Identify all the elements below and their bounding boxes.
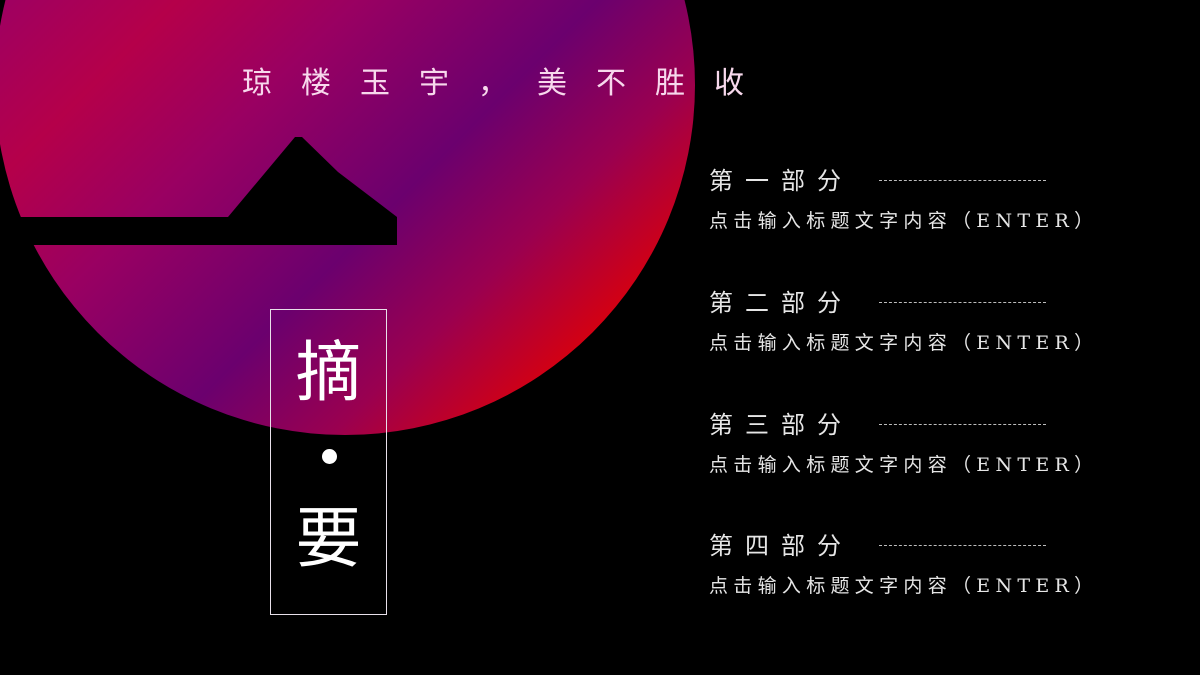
toc-item-subtitle[interactable]: 点击输入标题文字内容（ENTER） [709,210,1099,232]
toc-item-title: 第一部分 [709,167,853,195]
separator-dot [321,449,337,464]
abstract-badge: 摘 要 [270,309,387,615]
abstract-char-bottom: 要 [295,500,362,577]
toc-item-subtitle[interactable]: 点击输入标题文字内容（ENTER） [709,454,1099,476]
toc-item-subtitle[interactable]: 点击输入标题文字内容（ENTER） [709,332,1099,354]
dashed-divider [879,180,1046,181]
toc-item-subtitle[interactable]: 点击输入标题文字内容（ENTER） [709,575,1099,597]
abstract-char-top: 摘 [295,334,362,411]
slogan-text: 琼楼玉宇，美不胜收 [242,66,773,101]
toc-item-title: 第三部分 [709,411,853,439]
toc-item-title: 第四部分 [709,532,853,560]
dashed-divider [879,302,1046,303]
toc-item-title: 第二部分 [709,289,853,317]
dashed-divider [879,424,1046,425]
dashed-divider [879,545,1046,546]
roof-silhouette-icon [0,137,397,245]
